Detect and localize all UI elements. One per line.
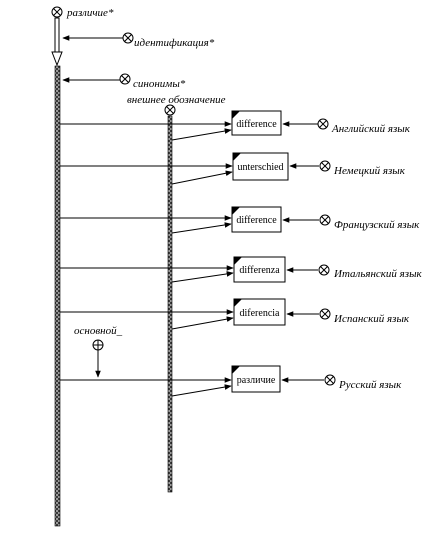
circle-cross-icon (164, 104, 176, 116)
entry-row-2: unterschied Немецкий язык (60, 152, 406, 185)
language-label: Французский язык (334, 219, 420, 231)
entry-row-6: различие Русский язык (60, 365, 402, 397)
word-text: difference (236, 119, 277, 130)
relation-primary: основной_ (74, 325, 123, 378)
circle-cross-icon (122, 32, 134, 44)
root-node: различие* (51, 6, 114, 19)
external-label: внешнее обозначение (127, 94, 226, 106)
root-label: различие* (66, 7, 114, 19)
circle-cross-icon (317, 118, 329, 130)
circle-cross-icon (319, 160, 331, 172)
entry-row-4: differenza Итальянский язык (60, 256, 423, 283)
word-text: difference (236, 215, 277, 226)
language-label: Русский язык (338, 379, 402, 391)
word-text: diferencia (240, 308, 281, 319)
entry-row-5: diferencia Испанский язык (60, 298, 410, 330)
word-text: unterschied (237, 162, 283, 173)
language-label: Немецкий язык (333, 165, 406, 177)
circle-cross-icon (319, 308, 331, 320)
word-box: unterschied (232, 152, 289, 181)
identification-label: идентификация* (134, 37, 215, 49)
entry-row-3: difference Французский язык (60, 206, 420, 234)
word-text: differenza (239, 265, 280, 276)
word-box: различие (231, 365, 281, 393)
relation-identification: идентификация* (62, 32, 215, 49)
word-text: различие (237, 375, 276, 386)
main-bar (54, 65, 61, 527)
entry-row-1: difference Английский язык (60, 110, 411, 141)
primary-label: основной_ (74, 325, 123, 337)
relation-synonyms: синонимы* (62, 73, 186, 90)
language-label: Испанский язык (333, 313, 410, 325)
word-box: differenza (233, 256, 286, 283)
circle-cross-icon (119, 73, 131, 85)
circle-cross-icon (318, 264, 330, 276)
language-label: Итальянский язык (333, 268, 423, 280)
root-stem (51, 17, 63, 67)
word-box: diferencia (233, 298, 286, 326)
circle-plus-icon (92, 339, 104, 351)
word-box: difference (231, 110, 282, 136)
word-box: difference (231, 206, 282, 233)
language-label: Английский язык (331, 123, 411, 135)
circle-cross-icon (51, 6, 63, 18)
synonyms-label: синонимы* (133, 78, 186, 90)
external-bar (167, 115, 173, 493)
circle-cross-icon (324, 374, 336, 386)
circle-cross-icon (319, 214, 331, 226)
